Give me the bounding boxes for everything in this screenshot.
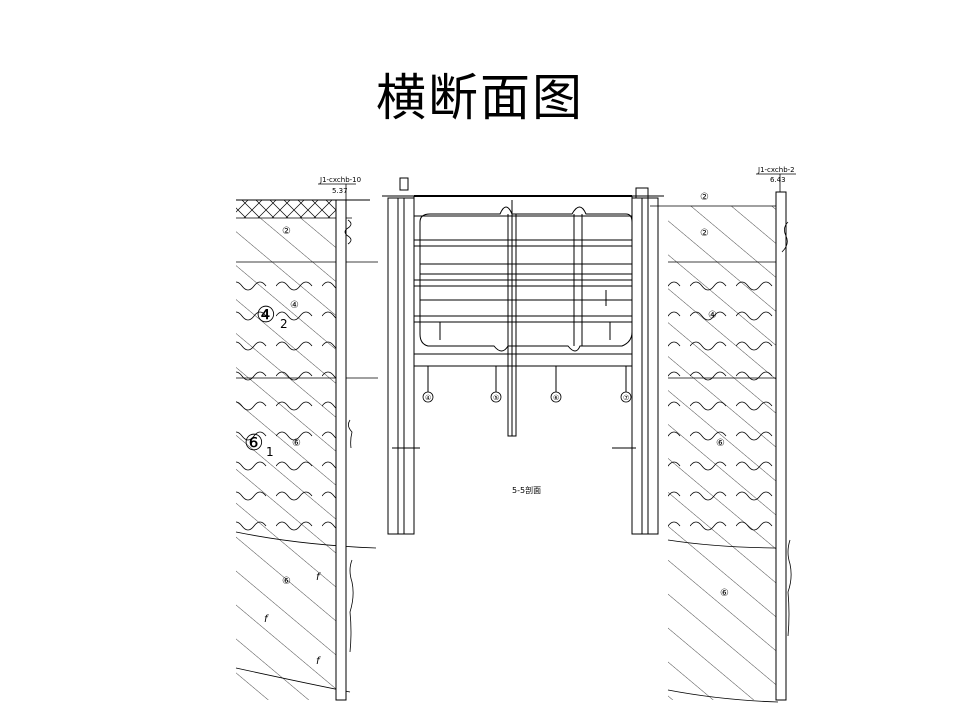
layer-label-big-4: ④ bbox=[256, 303, 276, 328]
page-title: 横断面图 bbox=[376, 69, 584, 127]
axis-label-5: ⑤ bbox=[493, 394, 499, 402]
right-layer-label-2a: ② bbox=[700, 192, 709, 203]
layer-label-2: ② bbox=[282, 226, 291, 237]
layer-f-3: f bbox=[316, 656, 321, 667]
layer-label-6b: ⑥ bbox=[282, 576, 291, 587]
right-layer-label-6b: ⑥ bbox=[720, 588, 729, 599]
left-borehole-elevation: 5.37 bbox=[332, 187, 348, 195]
right-retaining-wall bbox=[628, 187, 664, 535]
axis-markers: ④ ⑤ ⑥ ⑦ bbox=[422, 391, 632, 403]
layer-f-1: f bbox=[316, 572, 321, 583]
layer-label-big-6: ⑥ bbox=[244, 431, 264, 456]
right-soil-column: J1-cxchb-2 6.43 ② ② ④ ⑥ ⑥ bbox=[650, 166, 796, 703]
axis-label-7: ⑦ bbox=[623, 394, 629, 402]
layer-label-4: ④ bbox=[290, 300, 299, 311]
left-borehole-id: J1-cxchb-10 bbox=[319, 176, 361, 184]
axis-label-6: ⑥ bbox=[553, 394, 559, 402]
right-borehole-id: J1-cxchb-2 bbox=[757, 166, 795, 174]
axis-label-4: ④ bbox=[425, 394, 431, 402]
right-layer-label-6a: ⑥ bbox=[716, 438, 725, 449]
layer-label-6: ⑥ bbox=[292, 438, 301, 449]
layer-label-big-6-sub: 1 bbox=[266, 445, 274, 459]
right-layer-label-4: ④ bbox=[708, 310, 717, 321]
layer-f-2: f bbox=[264, 614, 269, 625]
right-borehole-elevation: 6.43 bbox=[770, 176, 786, 184]
tunnel-structure bbox=[392, 195, 636, 449]
left-soil-column: J1-cxchb-10 5.37 ④ 2 ⑥ 1 ② ④ ⑥ ⑥ f f f bbox=[235, 176, 378, 701]
layer-label-big-4-sub: 2 bbox=[280, 317, 288, 331]
right-layer-label-2b: ② bbox=[700, 228, 709, 239]
section-label: 5-5剖面 bbox=[512, 485, 541, 495]
left-retaining-wall bbox=[382, 177, 420, 535]
